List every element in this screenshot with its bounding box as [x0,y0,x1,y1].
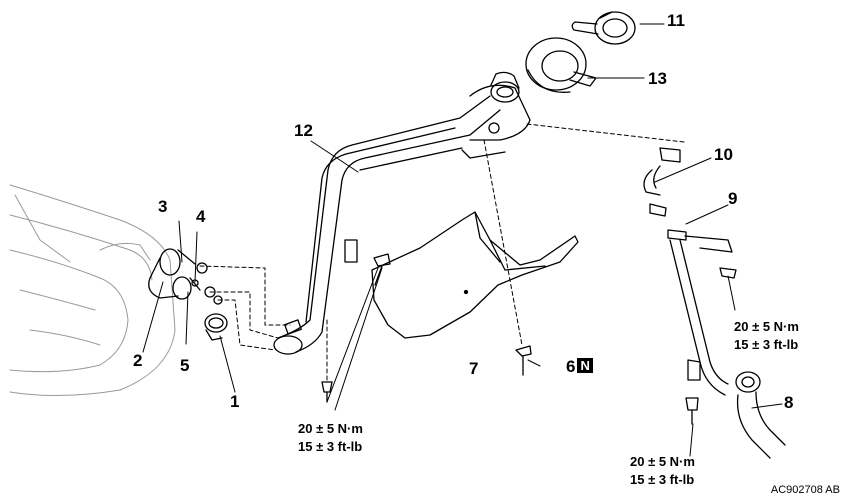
part-13-housing [525,37,597,93]
bolt-right [685,397,699,425]
torque-metric: 20 ± 5 N·m [630,454,695,469]
part-8-hose [735,371,786,459]
torque-imperial: 15 ± 3 ft-lb [630,472,695,487]
callout-1: 1 [230,392,240,411]
torque-imperial: 15 ± 3 ft-lb [734,337,799,352]
callout-5: 5 [180,356,190,375]
callout-12: 12 [294,121,313,140]
torque-spec-right-lower: 20 ± 5 N·m 15 ± 3 ft-lb [630,453,695,489]
callout-13: 13 [648,69,667,88]
callout-11: 11 [667,11,685,30]
bolts-center [321,253,391,403]
part-11-fuel-cap [571,11,636,45]
callout-3: 3 [158,197,168,216]
callout-4: 4 [196,207,206,226]
part-12-filler-pipe [273,95,506,355]
part-6-clip [515,345,532,376]
callout-6-badge: N [577,358,593,373]
callout-6-number: 6 [566,357,576,376]
part-1-clamp [204,313,228,341]
fuel-tank [9,184,176,397]
part-7-shield [371,211,579,339]
callout-10: 10 [714,145,733,164]
part-2-filler-hose [148,248,201,300]
torque-metric: 20 ± 5 N·m [734,319,799,334]
callout-7: 7 [469,359,479,378]
torque-imperial: 15 ± 3 ft-lb [298,439,363,454]
filler-neck-body [469,71,531,141]
torque-metric: 20 ± 5 N·m [298,421,363,436]
torque-spec-right-upper: 20 ± 5 N·m 15 ± 3 ft-lb [734,318,799,354]
part-10-hose [643,147,681,217]
part-9-pipe [667,229,737,396]
callout-8: 8 [784,393,794,412]
callout-9: 9 [728,189,738,208]
torque-spec-center: 20 ± 5 N·m 15 ± 3 ft-lb [298,420,363,456]
clamps [191,262,223,305]
callout-2: 2 [133,351,143,370]
figure-code: AC902708 AB [770,484,840,496]
